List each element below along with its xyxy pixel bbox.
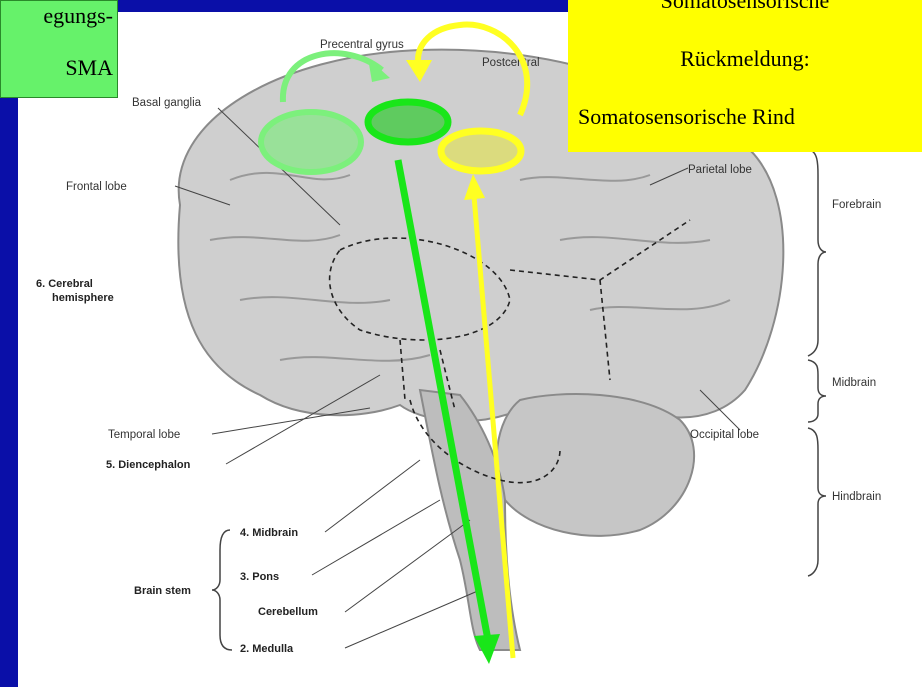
sma-highlight bbox=[261, 112, 361, 172]
label-forebrain: Forebrain bbox=[832, 199, 881, 211]
label-brain-stem: Brain stem bbox=[134, 585, 191, 597]
label-cerebral-1: 6. Cerebral bbox=[36, 278, 93, 290]
label-pons: 3. Pons bbox=[240, 571, 279, 583]
label-midbrain-region: Midbrain bbox=[832, 377, 876, 389]
label-parietal-lobe: Parietal lobe bbox=[688, 164, 752, 176]
motor-cortex-highlight bbox=[368, 102, 448, 142]
motor-callout-line1: egungs- bbox=[1, 3, 113, 29]
label-medulla: 2. Medulla bbox=[240, 643, 294, 655]
motor-callout-line2: SMA bbox=[1, 55, 113, 81]
cerebellum-shape bbox=[497, 394, 695, 536]
sensory-callout-line3: Somatosensorische Rind bbox=[578, 104, 795, 130]
label-precentral: Precentral gyrus bbox=[320, 39, 404, 51]
sensory-callout-box: Somatosensorische Rückmeldung: Somatosen… bbox=[568, 0, 922, 152]
sensory-callout-line2: Rückmeldung: bbox=[568, 46, 922, 72]
label-frontal-lobe: Frontal lobe bbox=[66, 181, 127, 193]
label-hindbrain: Hindbrain bbox=[832, 491, 881, 503]
label-basal-ganglia: Basal ganglia bbox=[132, 97, 202, 109]
sensory-callout-line1: Somatosensorische bbox=[568, 0, 922, 14]
label-temporal-lobe: Temporal lobe bbox=[108, 429, 180, 441]
label-cerebral-2: hemisphere bbox=[52, 292, 114, 304]
label-postcentral: Postcentral bbox=[482, 57, 540, 69]
motor-callout-box: egungs- SMA bbox=[0, 0, 118, 98]
label-cerebellum: Cerebellum bbox=[258, 606, 318, 618]
label-occipital-lobe: Occipital lobe bbox=[690, 429, 759, 441]
label-diencephalon: 5. Diencephalon bbox=[106, 459, 191, 471]
label-midbrain-stem: 4. Midbrain bbox=[240, 527, 298, 539]
somatosensory-highlight bbox=[441, 131, 521, 171]
